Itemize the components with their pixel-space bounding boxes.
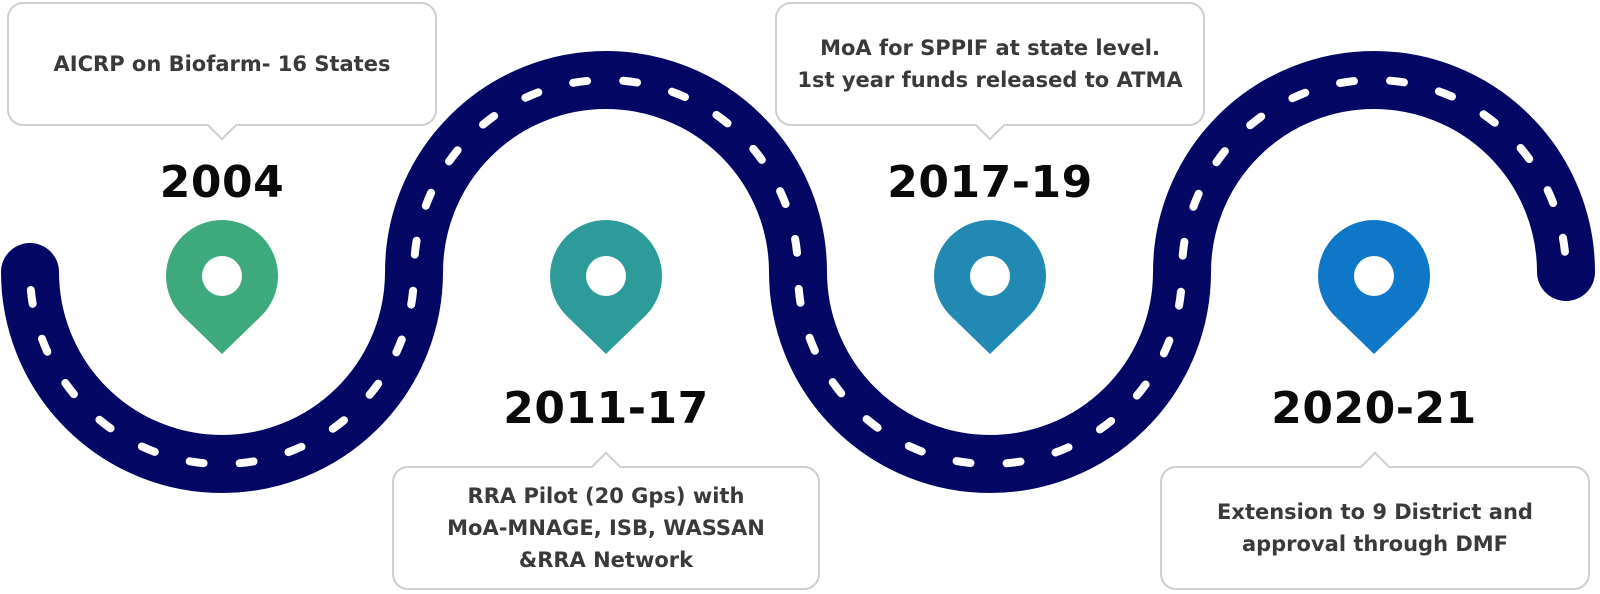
callout-line: approval through DMF bbox=[1241, 532, 1509, 556]
callout-text: AICRP on Biofarm- 16 States bbox=[54, 48, 391, 80]
pin-hole bbox=[970, 256, 1010, 296]
map-pin-icon bbox=[550, 220, 662, 354]
road-shape bbox=[1, 51, 1595, 493]
map-pin-icon bbox=[934, 220, 1047, 354]
callout-line: Extension to 9 District and bbox=[1217, 500, 1533, 524]
milestone-callout-1: AICRP on Biofarm- 16 States bbox=[7, 2, 437, 126]
callout-line: 1st year funds released to ATMA bbox=[797, 68, 1183, 92]
pin-hole bbox=[586, 256, 626, 296]
callout-text: Extension to 9 District and approval thr… bbox=[1217, 496, 1533, 560]
callout-line: AICRP on Biofarm- 16 States bbox=[53, 52, 391, 76]
milestone-callout-4: Extension to 9 District and approval thr… bbox=[1160, 466, 1590, 590]
map-pin-icon bbox=[1318, 220, 1430, 354]
year-label-1: 2004 bbox=[159, 157, 285, 208]
callout-text: MoA for SPPIF at state level. 1st year f… bbox=[797, 32, 1182, 96]
year-label-2: 2011-17 bbox=[503, 383, 709, 434]
callout-line: RRA Pilot (20 Gps) with bbox=[467, 484, 745, 508]
map-pin-icon bbox=[166, 220, 278, 354]
callout-line: MoA-MNAGE, ISB, WASSAN bbox=[447, 516, 765, 540]
pin-hole bbox=[202, 256, 242, 296]
callout-line: &RRA Network bbox=[518, 548, 694, 572]
callout-line: MoA for SPPIF at state level. bbox=[820, 36, 1160, 60]
pin-hole bbox=[1354, 256, 1394, 296]
callout-text: RRA Pilot (20 Gps) with MoA-MNAGE, ISB, … bbox=[447, 480, 765, 576]
milestone-callout-2: RRA Pilot (20 Gps) with MoA-MNAGE, ISB, … bbox=[392, 466, 820, 590]
year-label-4: 2020-21 bbox=[1271, 383, 1477, 434]
milestone-callout-3: MoA for SPPIF at state level. 1st year f… bbox=[775, 2, 1205, 126]
year-label-3: 2017-19 bbox=[887, 157, 1093, 208]
